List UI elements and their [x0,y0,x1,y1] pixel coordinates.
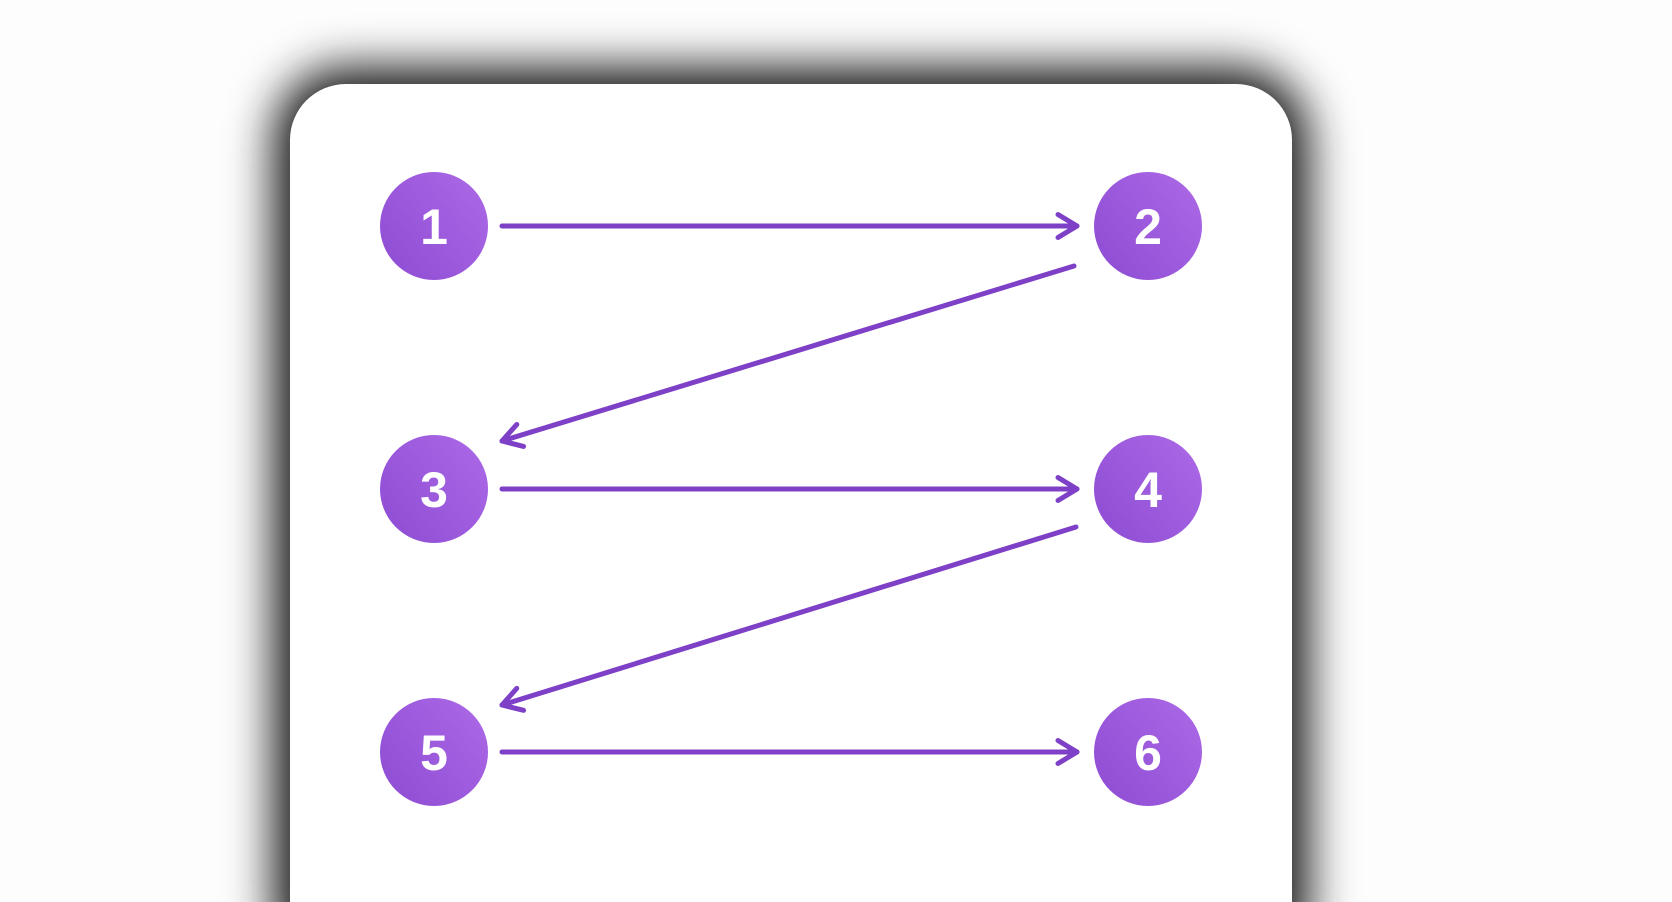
node-5: 5 [380,698,488,806]
node-2: 2 [1094,172,1202,280]
arrow-2-to-3 [499,263,1077,449]
node-6-label: 6 [1134,725,1162,781]
node-4-label: 4 [1134,462,1162,518]
node-2-circle [1094,172,1202,280]
node-4: 4 [1094,435,1202,543]
node-3-circle [380,435,488,543]
node-1-circle [380,172,488,280]
node-3: 3 [380,435,488,543]
node-1-label: 1 [420,199,448,255]
node-3-label: 3 [420,462,448,518]
node-5-label: 5 [420,725,448,781]
arrow-4-to-5 [499,524,1079,713]
node-2-label: 2 [1134,199,1162,255]
node-6-circle [1094,698,1202,806]
node-1: 1 [380,172,488,280]
node-4-circle [1094,435,1202,543]
node-5-circle [380,698,488,806]
node-6: 6 [1094,698,1202,806]
